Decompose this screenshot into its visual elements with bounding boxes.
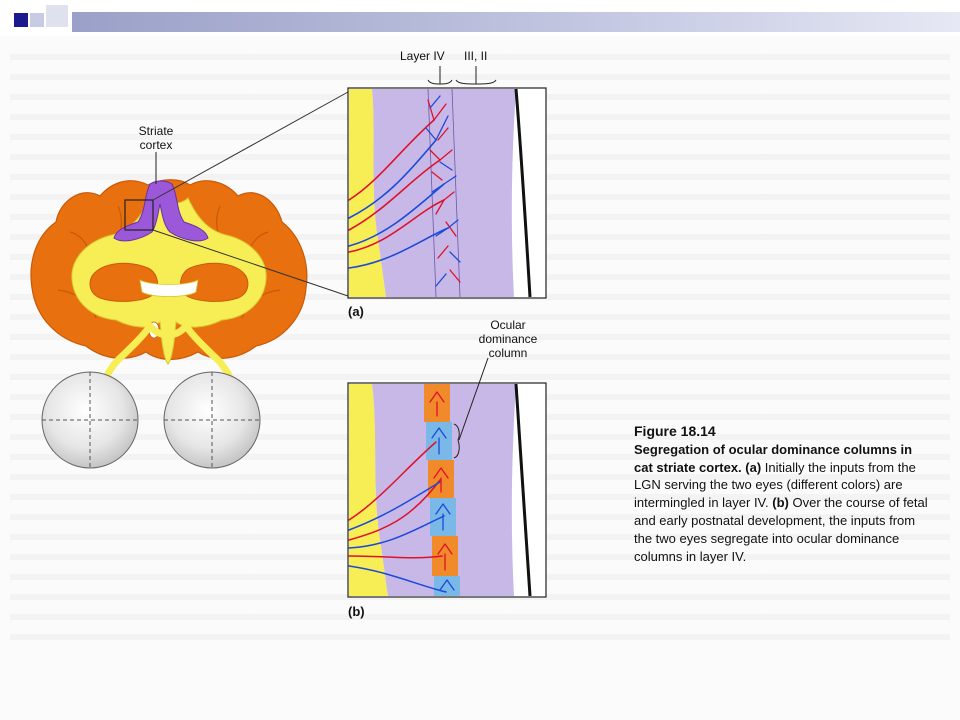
striate-zoom-box [124, 199, 154, 231]
header-gradient-line [72, 12, 960, 32]
caption-text: Segregation of ocular dominance columns … [634, 441, 934, 566]
label-panel-b: (b) [348, 604, 365, 619]
label-striate-line2: cortex [139, 138, 173, 152]
zoom-line-bottom [152, 229, 349, 297]
label-layers-iii-ii: III, II [464, 49, 488, 63]
label-odc-line1: Ocular [490, 318, 526, 332]
axon-blue-2 [348, 183, 445, 247]
axon-b-red-1 [348, 441, 443, 559]
label-layer-iv: Layer IV [400, 49, 445, 63]
label-striate-cortex: Striate cortex [128, 124, 184, 152]
axon-red-2 [348, 159, 441, 231]
panel-a-pia [514, 88, 532, 298]
striate-cortex-region [113, 180, 209, 242]
arbor-b-red [429, 391, 453, 571]
axon-blue-1 [348, 139, 437, 219]
odc-pointer-line [458, 357, 489, 441]
optic-chiasm [147, 323, 189, 339]
header-square-dark [14, 13, 28, 27]
label-odc-line2: dominance [478, 332, 538, 346]
arbor-red [427, 99, 461, 283]
label-panel-a: (a) [348, 304, 364, 319]
axon-red-1 [348, 119, 435, 201]
panel-b-pia [514, 383, 532, 597]
caption-title: Figure 18.14 [634, 423, 716, 439]
caption-label-b: (b) [772, 495, 789, 511]
zoom-line-top [152, 91, 349, 201]
panel-a [347, 87, 547, 299]
caption-body-b: Over the course of fetal and early postn… [634, 495, 928, 564]
arbor-b-blue [431, 427, 455, 591]
panel-a-cortex-layers [372, 89, 516, 297]
panel-a-white-matter [349, 89, 386, 297]
layer-brackets [427, 66, 497, 85]
brain-section [30, 152, 308, 420]
label-ocular-dominance-column: Ocular dominance column [470, 318, 546, 360]
axon-red-3 [348, 199, 445, 253]
odc-column-6 [434, 576, 460, 596]
caption-body-a: Initially the inputs from the LGN servin… [634, 459, 916, 511]
right-eye [163, 371, 261, 469]
panel-b [347, 357, 547, 598]
caption-heading: Segregation of ocular dominance columns … [634, 441, 913, 475]
slide-header-bar [0, 0, 960, 36]
label-odc-line3: column [488, 346, 528, 360]
brain-midline [139, 279, 199, 297]
odc-bracket [453, 423, 460, 459]
axon-b-blue-1 [348, 481, 447, 593]
label-striate-line1: Striate [138, 124, 174, 138]
figure-caption: Figure 18.14 Segregation of ocular domin… [634, 423, 934, 565]
header-square-light [30, 13, 44, 27]
header-square-light-2 [46, 5, 68, 27]
arbor-blue [425, 95, 461, 287]
left-eye [41, 371, 139, 469]
axon-blue-3 [348, 227, 449, 269]
